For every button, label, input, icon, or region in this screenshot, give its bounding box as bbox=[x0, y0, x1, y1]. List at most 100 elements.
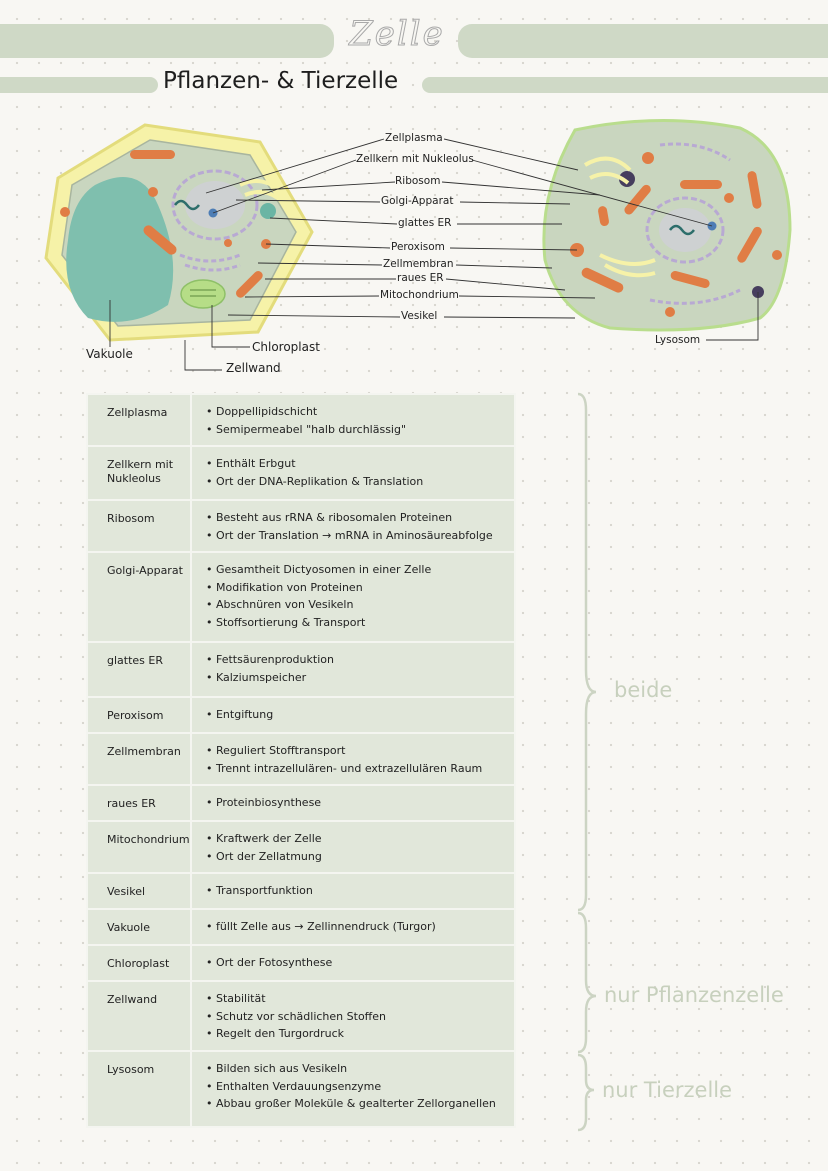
description-item: • Abbau großer Moleküle & gealterter Zel… bbox=[206, 1097, 496, 1110]
organelle-description: • Proteinbiosynthese bbox=[190, 784, 516, 822]
organelle-name: Lysosom bbox=[86, 1050, 192, 1128]
description-item: • Stabilität bbox=[206, 992, 266, 1005]
description-item: • Stoffsortierung & Transport bbox=[206, 615, 366, 629]
table-row: Chloroplast • Ort der Fotosynthese bbox=[86, 944, 516, 982]
table-row: Golgi-Apparat • Gesamtheit Dictyosomen i… bbox=[86, 551, 516, 643]
label-zellkern: Zellkern mit Nukleolus bbox=[356, 153, 474, 165]
table-row: Lysosom • Bilden sich aus Vesikeln • Enth… bbox=[86, 1050, 516, 1128]
organelle-description: • füllt Zelle aus → Zellinnendruck (Turg… bbox=[190, 908, 516, 946]
description-item: • Enthält Erbgut bbox=[206, 457, 296, 470]
label-vesikel: Vesikel bbox=[401, 310, 438, 322]
organelle-name: Golgi-Apparat bbox=[86, 551, 192, 643]
description-item: • Reguliert Stofftransport bbox=[206, 744, 346, 757]
plant-cell-illustration bbox=[44, 123, 314, 342]
leader-lines bbox=[109, 138, 759, 371]
label-ribosom: Ribosom bbox=[395, 175, 441, 187]
header-band-right bbox=[458, 24, 828, 58]
page-title: Zelle bbox=[349, 14, 445, 55]
organelle-description: • Gesamtheit Dictyosomen in einer Zelle •… bbox=[190, 551, 516, 643]
organelle-name: Zellmembran bbox=[86, 732, 192, 786]
organelle-description: • Transportfunktion bbox=[190, 872, 516, 910]
table-row: Zellwand • Stabilität • Schutz vor schädl… bbox=[86, 980, 516, 1052]
table-row: Ribosom • Besteht aus rRNA & ribosomalen… bbox=[86, 499, 516, 553]
organelle-description: • Besteht aus rRNA & ribosomalen Protein… bbox=[190, 499, 516, 553]
organelle-description: • Bilden sich aus Vesikeln • Enthalten Ve… bbox=[190, 1050, 516, 1128]
group-label-animal: nur Tierzelle bbox=[602, 1078, 733, 1102]
label-zellwand: Zellwand bbox=[226, 361, 281, 375]
description-item: • Bilden sich aus Vesikeln bbox=[206, 1062, 348, 1075]
organelle-name: Zellplasma bbox=[86, 393, 192, 447]
organelle-description: • Ort der Fotosynthese bbox=[190, 944, 516, 982]
organelle-description: • Kraftwerk der Zelle • Ort der Zellatmun… bbox=[190, 820, 516, 874]
description-item: • Regelt den Turgordruck bbox=[206, 1027, 345, 1040]
vacuole-shape bbox=[66, 176, 174, 322]
group-label-both: beide bbox=[614, 678, 673, 702]
table-row: Mitochondrium • Kraftwerk der Zelle • Ort… bbox=[86, 820, 516, 874]
cell-diagram bbox=[44, 118, 792, 371]
table-row: Zellmembran • Reguliert Stofftransport• … bbox=[86, 732, 516, 786]
description-item: • Ort der Fotosynthese bbox=[206, 956, 333, 969]
organelle-name: Chloroplast bbox=[86, 944, 192, 982]
description-item: • Modifikation von Proteinen bbox=[206, 580, 363, 594]
description-item: • Kalziumspeicher bbox=[206, 670, 307, 684]
description-item: • füllt Zelle aus → Zellinnendruck (Turg… bbox=[206, 920, 436, 933]
label-zellmembran: Zellmembran bbox=[383, 258, 454, 270]
description-item: • Kraftwerk der Zelle bbox=[206, 832, 322, 845]
table-row: glattes ER • Fettsäurenproduktion • Kalzi… bbox=[86, 641, 516, 698]
label-golgi: Golgi-Apparat bbox=[381, 195, 454, 207]
description-item: • Entgiftung bbox=[206, 708, 274, 721]
table-row: raues ER • Proteinbiosynthese bbox=[86, 784, 516, 822]
organelle-description: • Doppellipidschicht • Semipermeabel "hal… bbox=[190, 393, 516, 447]
table-row: Peroxisom • Entgiftung bbox=[86, 696, 516, 734]
table-row: Zellplasma • Doppellipidschicht • Semiper… bbox=[86, 393, 516, 447]
organelle-name: Peroxisom bbox=[86, 696, 192, 734]
group-braces bbox=[577, 392, 597, 1132]
subtitle-band-right bbox=[422, 77, 828, 93]
organelle-name: Zellkern mit Nukleolus bbox=[86, 445, 192, 501]
description-item: • Enthalten Verdauungsenzyme bbox=[206, 1079, 382, 1093]
description-item: • Fettsäurenproduktion bbox=[206, 653, 334, 666]
label-peroxisom: Peroxisom bbox=[391, 241, 445, 253]
group-label-plant: nur Pflanzenzelle bbox=[604, 983, 784, 1007]
description-item: • Transportfunktion bbox=[206, 884, 313, 897]
subtitle-band-left bbox=[0, 77, 158, 93]
description-item: • Trennt intrazellulären- und extrazellu… bbox=[206, 761, 483, 775]
description-item: • Doppellipidschicht bbox=[206, 405, 318, 418]
description-item: • Abschnüren von Vesikeln bbox=[206, 598, 354, 611]
organelle-description: • Entgiftung bbox=[190, 696, 516, 734]
description-item: • Semipermeabel "halb durchlässig" bbox=[206, 422, 407, 436]
description-item: • Ort der Translation → mRNA in Aminosäu… bbox=[206, 528, 493, 542]
page-subtitle: Pflanzen- & Tierzelle bbox=[163, 68, 399, 94]
organelle-name: glattes ER bbox=[86, 641, 192, 698]
table-row: Vakuole • füllt Zelle aus → Zellinnendru… bbox=[86, 908, 516, 946]
table-row: Vesikel • Transportfunktion bbox=[86, 872, 516, 910]
brace-beide bbox=[577, 392, 597, 912]
label-mitochondrium: Mitochondrium bbox=[380, 289, 459, 301]
description-item: • Besteht aus rRNA & ribosomalen Protein… bbox=[206, 511, 453, 524]
table-row: Zellkern mit Nukleolus • Enthält Erbgut•… bbox=[86, 445, 516, 501]
description-item: • Ort der Zellatmung bbox=[206, 849, 322, 863]
organelle-description: • Enthält Erbgut • Ort der DNA-Replikatio… bbox=[190, 445, 516, 501]
description-item: • Schutz vor schädlichen Stoffen bbox=[206, 1009, 386, 1023]
organelle-description: • Fettsäurenproduktion • Kalziumspeicher bbox=[190, 641, 516, 698]
label-chloroplast: Chloroplast bbox=[252, 340, 320, 354]
label-vakuole: Vakuole bbox=[86, 347, 133, 361]
label-zellplasma: Zellplasma bbox=[385, 132, 443, 144]
organelle-name: Zellwand bbox=[86, 980, 192, 1052]
description-item: • Proteinbiosynthese bbox=[206, 796, 322, 809]
organelle-name: Vesikel bbox=[86, 872, 192, 910]
description-item: • Ort der DNA-Replikation & Translation bbox=[206, 474, 424, 488]
description-item: • Gesamtheit Dictyosomen in einer Zelle bbox=[206, 563, 432, 576]
brace-tier bbox=[577, 1053, 595, 1132]
organelle-table: Zellplasma • Doppellipidschicht • Semiper… bbox=[86, 393, 516, 1128]
organelle-name: Vakuole bbox=[86, 908, 192, 946]
organelle-description: • Reguliert Stofftransport • Trennt intra… bbox=[190, 732, 516, 786]
label-raues-er: raues ER bbox=[397, 272, 444, 284]
header-band-left bbox=[0, 24, 334, 58]
organelle-name: Ribosom bbox=[86, 499, 192, 553]
organelle-description: • Stabilität • Schutz vor schädlichen Sto… bbox=[190, 980, 516, 1052]
organelle-name: raues ER bbox=[86, 784, 192, 822]
label-lysosom: Lysosom bbox=[655, 334, 701, 346]
organelle-name: Mitochondrium bbox=[86, 820, 192, 874]
brace-pflanze bbox=[577, 911, 597, 1054]
